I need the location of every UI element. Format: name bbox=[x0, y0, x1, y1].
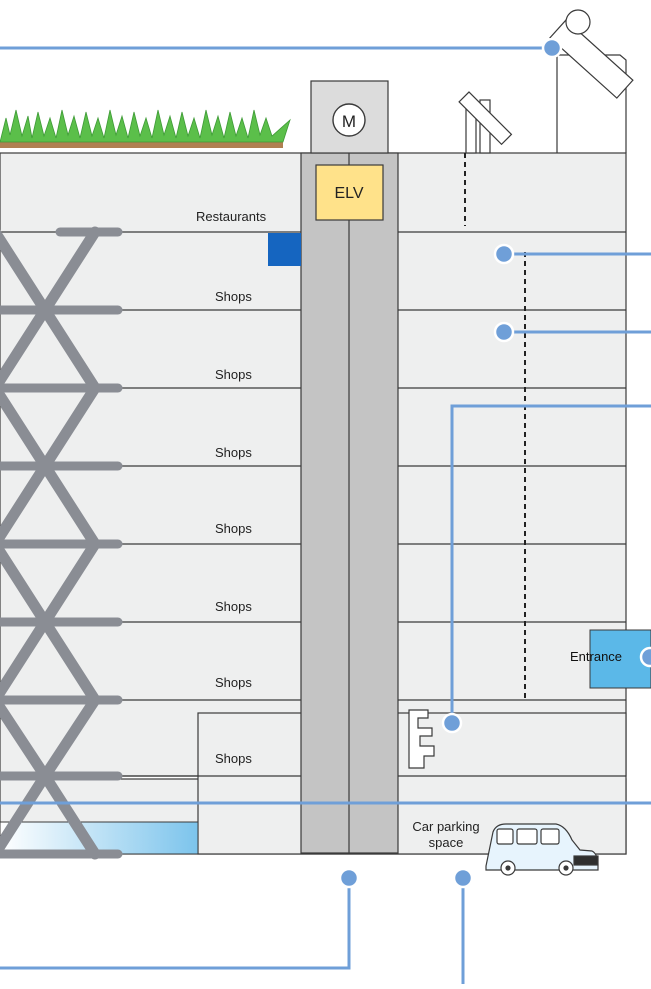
dashed-risers bbox=[464, 153, 526, 700]
shops-label: Shops bbox=[215, 675, 252, 690]
callout-dot[interactable] bbox=[541, 37, 563, 59]
grass-blades bbox=[0, 109, 291, 143]
callout-dot[interactable] bbox=[452, 867, 474, 889]
large-solar-panel bbox=[549, 19, 634, 99]
shops-label: Shops bbox=[215, 289, 252, 304]
panel-pivot bbox=[565, 9, 591, 35]
solar-panel-icon bbox=[458, 91, 513, 154]
diagrid-structure bbox=[0, 226, 123, 860]
callout-dot[interactable] bbox=[493, 243, 515, 265]
shops-label: Shops bbox=[215, 599, 252, 614]
car-parking-line1: Car parking bbox=[412, 819, 479, 834]
motor-icon: M bbox=[332, 103, 366, 137]
roof-structure bbox=[556, 54, 627, 153]
car-parking-line2: space bbox=[429, 835, 464, 850]
car-window bbox=[496, 828, 514, 845]
car-parking-label: Car parking space bbox=[412, 819, 479, 850]
shops-label: Shops bbox=[215, 367, 252, 382]
callout-dot[interactable] bbox=[639, 646, 651, 668]
motor-label: M bbox=[342, 112, 356, 131]
roof-solar-panel-icon bbox=[549, 9, 634, 153]
callout-dot[interactable] bbox=[441, 712, 463, 734]
callout-lines bbox=[0, 46, 651, 984]
diagrid-left bbox=[0, 229, 52, 857]
entrance-label: Entrance bbox=[570, 649, 622, 664]
solar-panel bbox=[458, 91, 513, 146]
floor-labels: Restaurants Shops Shops Shops Shops Shop… bbox=[196, 209, 267, 766]
elevator-shaft: M ELV bbox=[300, 80, 399, 854]
car-hub bbox=[505, 865, 511, 871]
callout-elevator-base bbox=[0, 878, 351, 970]
car-bumper bbox=[573, 855, 599, 866]
elevator-car bbox=[315, 164, 384, 221]
callout-dots bbox=[338, 37, 651, 889]
shops-label: Shops bbox=[215, 751, 252, 766]
car-icon bbox=[485, 823, 599, 876]
callout-escalator bbox=[450, 404, 651, 723]
grass-icon bbox=[0, 109, 291, 148]
elv-label: ELV bbox=[334, 185, 363, 202]
escalator-icon bbox=[408, 709, 435, 769]
car-window bbox=[516, 828, 538, 845]
soil-strip bbox=[0, 142, 283, 148]
shops-label: Shops bbox=[215, 445, 252, 460]
car-hub bbox=[563, 865, 569, 871]
lobby-glass bbox=[0, 821, 199, 855]
restaurants-label: Restaurants bbox=[196, 209, 267, 224]
shops-label: Shops bbox=[215, 521, 252, 536]
restaurant-marker bbox=[268, 233, 301, 266]
callout-dot[interactable] bbox=[493, 321, 515, 343]
callout-dot[interactable] bbox=[338, 867, 360, 889]
car-window bbox=[540, 828, 560, 845]
